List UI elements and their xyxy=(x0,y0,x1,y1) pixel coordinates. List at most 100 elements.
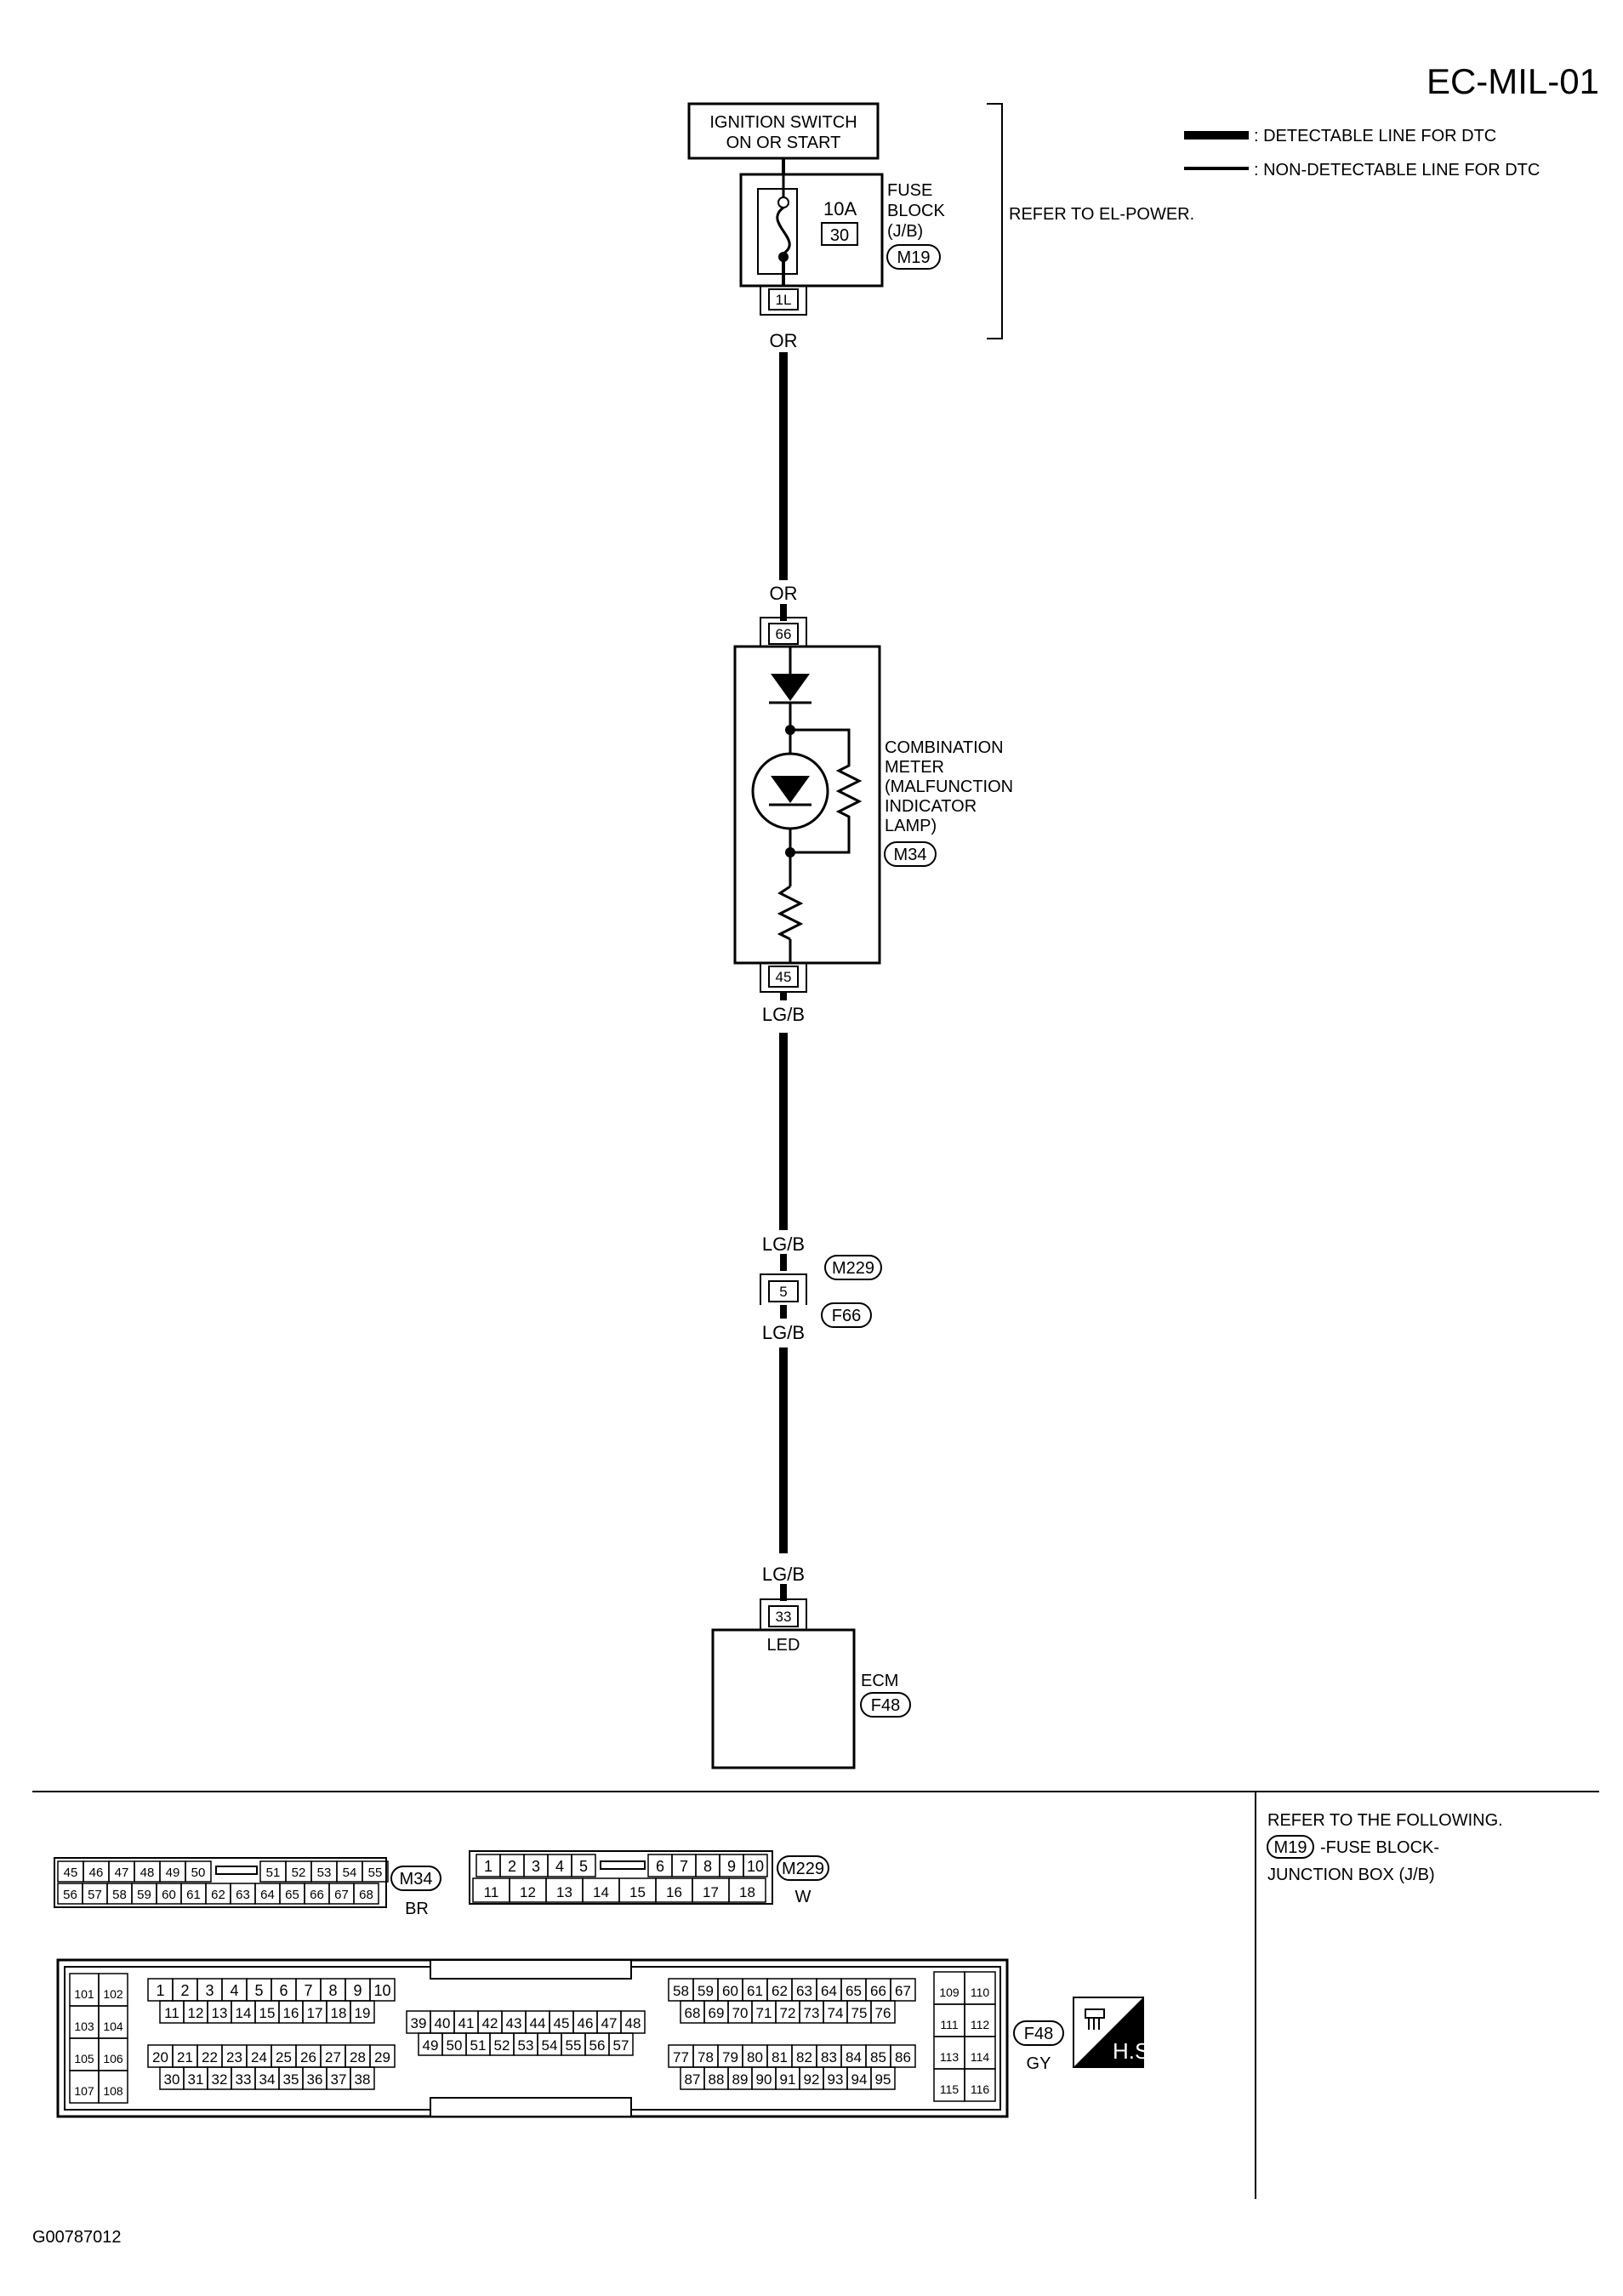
joint-connector-top: M229 xyxy=(832,1259,874,1278)
pin-number: 76 xyxy=(875,2005,891,2021)
pin-cell xyxy=(98,2070,128,2104)
pin-number: 86 xyxy=(895,2049,911,2065)
pin-number: 12 xyxy=(188,2005,204,2021)
pin-number: 27 xyxy=(325,2049,341,2065)
fuse-connector: M19 xyxy=(897,248,931,267)
pin-number: 13 xyxy=(556,1884,572,1900)
pin-number: 45 xyxy=(554,2015,570,2031)
pin-number: 82 xyxy=(796,2049,812,2065)
ecm-label: ECM xyxy=(861,1672,898,1690)
pin-number: 22 xyxy=(202,2049,218,2065)
pin-number: 14 xyxy=(236,2005,252,2021)
pin-number: 111 xyxy=(940,2018,958,2031)
pin-number: 35 xyxy=(283,2071,299,2088)
pin-number: 67 xyxy=(895,1983,911,1999)
pin-number: 53 xyxy=(518,2037,534,2054)
legend-detectable-text: : DETECTABLE LINE FOR DTC xyxy=(1254,127,1496,145)
joint-connector-bottom: F66 xyxy=(832,1307,861,1325)
pin-number: 63 xyxy=(236,1888,250,1902)
wire-lgb-lower xyxy=(779,1347,788,1553)
pin-number: 74 xyxy=(828,2005,844,2021)
pin-number: 60 xyxy=(162,1888,176,1902)
pin-number: 29 xyxy=(374,2049,390,2065)
refer-el-power: REFER TO EL-POWER. xyxy=(1009,205,1194,224)
pin-number: 84 xyxy=(846,2049,862,2065)
pin-number: 49 xyxy=(166,1866,180,1880)
refer-following-connector: M19 xyxy=(1274,1838,1307,1857)
pin-number: 88 xyxy=(709,2071,725,2088)
pin-number: 44 xyxy=(530,2015,546,2031)
pin-number: 24 xyxy=(251,2049,267,2065)
pin-number: 66 xyxy=(310,1888,324,1902)
pin-number: 13 xyxy=(212,2005,228,2021)
pin-number: 66 xyxy=(870,1983,886,1999)
pin-cell xyxy=(890,2044,916,2068)
svg-text:1L: 1L xyxy=(776,292,792,308)
pin-number: 67 xyxy=(334,1888,349,1902)
pin-number: 59 xyxy=(698,1983,714,1999)
fuse-label-3: (J/B) xyxy=(887,222,923,241)
pin-number: 54 xyxy=(542,2037,558,2054)
pin-number: 62 xyxy=(211,1888,225,1902)
wire-or xyxy=(779,352,788,580)
ignition-line1: IGNITION SWITCH xyxy=(709,113,857,132)
pin-number: 43 xyxy=(506,2015,522,2031)
pin-cell xyxy=(369,1978,396,2002)
pin-number: 78 xyxy=(698,2049,714,2065)
terminal-1l: 1L xyxy=(760,286,807,316)
ignition-line2: ON OR START xyxy=(726,134,841,152)
pin-cell xyxy=(350,2066,375,2090)
m34-id: M34 xyxy=(400,1870,433,1889)
pin-number: 65 xyxy=(285,1888,299,1902)
terminal-66: 66 xyxy=(760,617,807,647)
m34-color: BR xyxy=(405,1900,429,1918)
pin-number: 31 xyxy=(188,2071,204,2088)
pin-number: 18 xyxy=(739,1884,755,1900)
m229-color: W xyxy=(795,1888,812,1906)
pin-cell xyxy=(890,1978,916,2002)
pin-number: 55 xyxy=(368,1866,383,1880)
pin-number: 16 xyxy=(666,1884,682,1900)
pin-number: 30 xyxy=(164,2071,180,2088)
wire-color-lgb-3: LG/B xyxy=(762,1322,805,1343)
wire-color-lgb-4: LG/B xyxy=(762,1564,805,1585)
pin-number: 6 xyxy=(656,1858,664,1875)
pin-number: 51 xyxy=(266,1866,281,1880)
pin-number: 62 xyxy=(772,1983,788,1999)
hs-label: H.S. xyxy=(1113,2038,1156,2064)
pin-number: 95 xyxy=(875,2071,891,2088)
pin-number: 48 xyxy=(625,2015,641,2031)
pin-number: 49 xyxy=(423,2037,439,2054)
pin-number: 85 xyxy=(870,2049,886,2065)
svg-text:66: 66 xyxy=(776,626,792,642)
pin-number: 15 xyxy=(629,1884,646,1900)
pin-number: 17 xyxy=(307,2005,323,2021)
pin-number: 116 xyxy=(971,2082,990,2096)
pin-number: 72 xyxy=(780,2005,796,2021)
wire-color-or-bottom: OR xyxy=(770,583,798,604)
pin-number: 112 xyxy=(971,2018,990,2031)
pin-number: 70 xyxy=(732,2005,749,2021)
pin-number: 39 xyxy=(411,2015,427,2031)
pin-number: 110 xyxy=(971,1985,990,1999)
pin-cell xyxy=(870,2066,896,2090)
pin-number: 60 xyxy=(722,1983,738,1999)
pin-number: 48 xyxy=(140,1866,155,1880)
pin-number: 57 xyxy=(613,2037,629,2054)
pin-number: 2 xyxy=(180,1982,189,1999)
pin-number: 68 xyxy=(359,1888,373,1902)
pin-number: 71 xyxy=(756,2005,772,2021)
pin-number: 114 xyxy=(971,2050,990,2064)
pin-number: 115 xyxy=(940,2082,960,2096)
pin-number: 91 xyxy=(780,2071,796,2088)
ecm-connector: F48 xyxy=(871,1696,900,1715)
pin-number: 5 xyxy=(254,1982,263,1999)
svg-text:5: 5 xyxy=(779,1284,787,1300)
wire-color-lgb-1: LG/B xyxy=(762,1004,805,1025)
pin-number: 58 xyxy=(673,1983,689,1999)
refer-following-line3: JUNCTION BOX (J/B) xyxy=(1267,1866,1435,1884)
pin-number: 54 xyxy=(343,1866,357,1880)
fuse-rating: 10A xyxy=(823,198,857,219)
pin-number: 77 xyxy=(673,2049,689,2065)
